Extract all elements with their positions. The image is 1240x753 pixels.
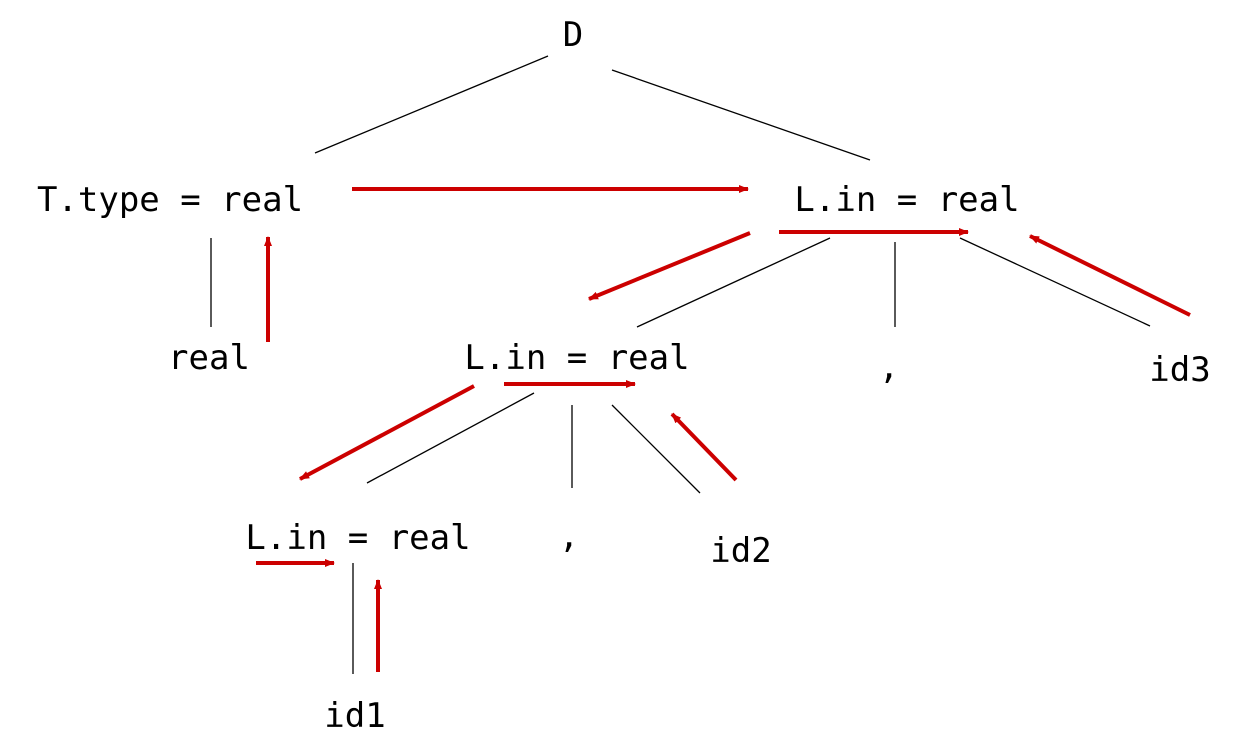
node-d: D bbox=[563, 15, 583, 55]
arrow-l-top-to-l-mid bbox=[588, 231, 751, 301]
edge-l-mid-to-l-bot bbox=[366, 392, 535, 484]
arrow-id3-up bbox=[1029, 234, 1191, 317]
node-comma-top: , bbox=[879, 347, 899, 387]
edge-d-to-t bbox=[314, 55, 549, 154]
edge-d-to-l-top bbox=[611, 69, 871, 161]
edge-l-top-to-l-mid bbox=[636, 237, 831, 328]
edge-l-top-to-id3 bbox=[959, 237, 1151, 327]
arrow-id2-up bbox=[670, 412, 738, 482]
node-t-type: T.type = real bbox=[37, 180, 303, 220]
dependency-arrows bbox=[256, 185, 1191, 672]
node-l-in-bot: L.in = real bbox=[245, 518, 470, 558]
node-comma-mid: , bbox=[559, 516, 579, 556]
tree-edges bbox=[210, 55, 1151, 674]
node-l-in-top: L.in = real bbox=[794, 180, 1019, 220]
node-id2: id2 bbox=[710, 531, 771, 571]
node-id1: id1 bbox=[324, 696, 385, 736]
arrow-l-mid-to-l-bot bbox=[299, 384, 475, 481]
node-real: real bbox=[168, 338, 250, 378]
node-id3: id3 bbox=[1149, 350, 1210, 390]
node-labels: D T.type = real L.in = real real L.in = … bbox=[37, 15, 1211, 736]
edge-l-mid-to-id2 bbox=[611, 404, 701, 494]
node-l-in-mid: L.in = real bbox=[464, 338, 689, 378]
